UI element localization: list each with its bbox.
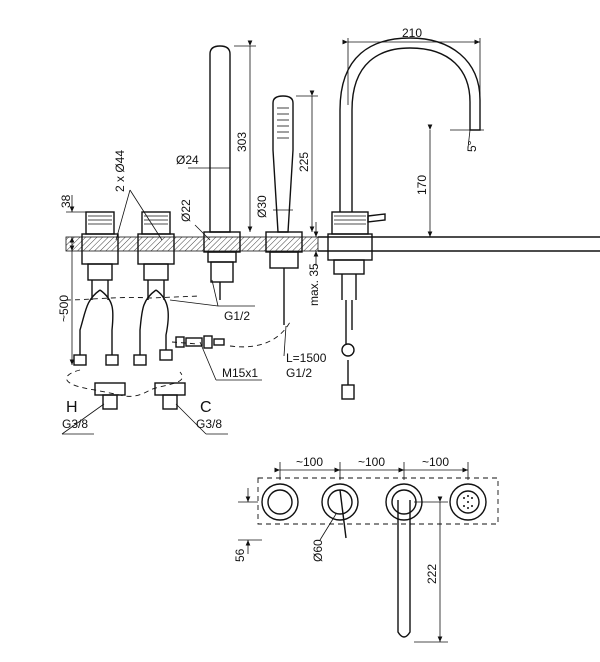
hose-connector bbox=[175, 335, 225, 349]
dim-56: 56 bbox=[233, 548, 247, 562]
thread-g12-b: G1/2 bbox=[286, 366, 312, 380]
dim-225: 225 bbox=[297, 152, 311, 172]
handshower-holder bbox=[203, 45, 241, 300]
dim-38: 38 bbox=[59, 194, 73, 208]
dim-222: 222 bbox=[425, 564, 439, 584]
dim-spacing-2: ~100 bbox=[358, 455, 385, 469]
thread-g38-a: G3/8 bbox=[62, 417, 88, 431]
hose-dashed-lines bbox=[65, 295, 291, 397]
spout-angle: 5° bbox=[465, 140, 479, 152]
dim-500: ~500 bbox=[57, 295, 71, 322]
thread-g38-b: G3/8 bbox=[196, 417, 222, 431]
hose-length: L=1500 bbox=[286, 351, 327, 365]
dim-303: 303 bbox=[235, 132, 249, 152]
hot-label: H bbox=[66, 399, 78, 416]
dim-d22: Ø22 bbox=[179, 199, 193, 222]
dim-d60: Ø60 bbox=[311, 539, 325, 562]
dim-170: 170 bbox=[415, 175, 429, 195]
thread-m15x1: M15x1 bbox=[222, 366, 258, 380]
deck-plate bbox=[65, 236, 600, 252]
dim-max35: max. 35 bbox=[307, 263, 321, 306]
spout bbox=[327, 37, 481, 400]
plan-view bbox=[238, 462, 499, 643]
dim-d30: Ø30 bbox=[255, 195, 269, 218]
dim-d24: Ø24 bbox=[176, 153, 199, 167]
dim-210: 210 bbox=[402, 26, 422, 40]
thread-g12-a: G1/2 bbox=[224, 309, 250, 323]
dimension-lines bbox=[61, 38, 484, 435]
hot-bottom-fitting bbox=[94, 382, 126, 410]
cold-label: C bbox=[200, 399, 212, 416]
dimension-labels: 210 303 225 170 Ø24 Ø30 Ø22 2 x Ø44 38 ~… bbox=[57, 26, 479, 584]
handshower bbox=[265, 95, 303, 325]
cold-valve bbox=[133, 211, 175, 366]
cold-bottom-fitting bbox=[154, 382, 186, 410]
dim-spacing-1: ~100 bbox=[296, 455, 323, 469]
handshower-holes bbox=[463, 495, 473, 509]
dim-spacing-3: ~100 bbox=[422, 455, 449, 469]
dim-2xd44: 2 x Ø44 bbox=[113, 150, 127, 192]
hot-valve bbox=[73, 211, 119, 366]
